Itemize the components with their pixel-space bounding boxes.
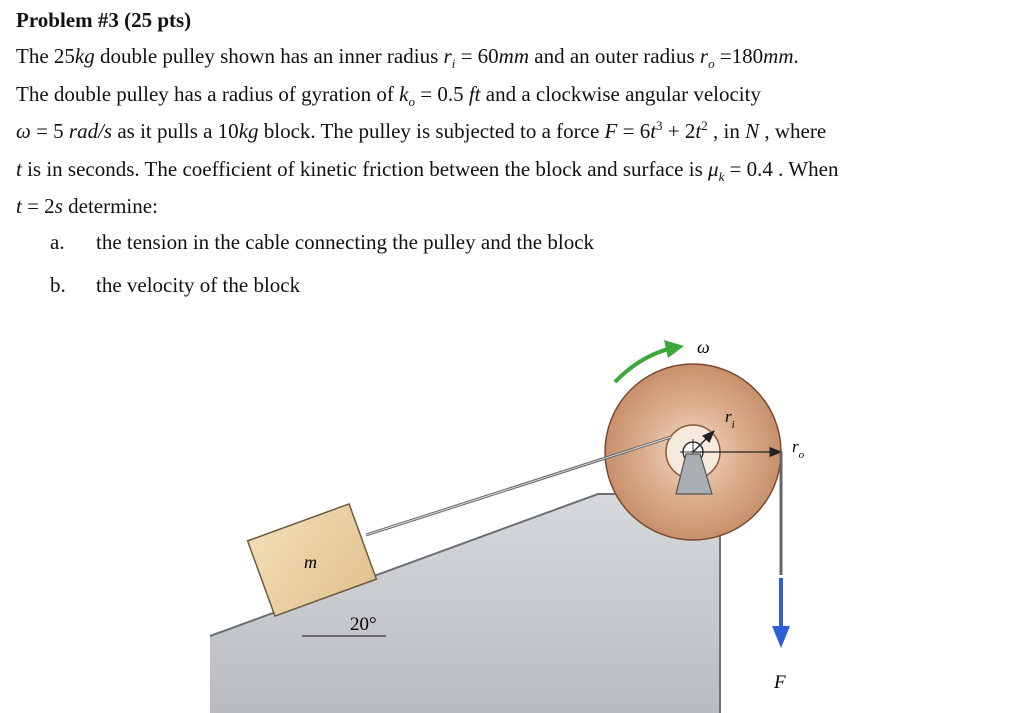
ri-label-sub: i bbox=[732, 419, 735, 431]
question-list: a. the tension in the cable connecting t… bbox=[50, 230, 594, 316]
statement-line-4: t is in seconds. The coefficient of kine… bbox=[16, 151, 1012, 189]
unit-mm: mm bbox=[498, 44, 530, 68]
exponent: 2 bbox=[701, 118, 708, 133]
unit-kg: kg bbox=[74, 44, 95, 68]
unit-s: s bbox=[54, 194, 63, 218]
text: = 0.4 . When bbox=[724, 156, 839, 181]
text: determine: bbox=[62, 194, 158, 218]
angle-label: 20° bbox=[350, 614, 377, 635]
omega-arrow-head bbox=[664, 340, 684, 358]
cable-highlight bbox=[365, 436, 672, 536]
ri-label: ri bbox=[725, 407, 735, 431]
text: and an outer radius bbox=[529, 44, 700, 68]
unit-N: N bbox=[745, 119, 760, 143]
text: = 0.5 bbox=[414, 81, 469, 106]
item-marker: a. bbox=[50, 230, 65, 254]
text: + 2 bbox=[662, 119, 696, 143]
text: as it pulls a 10 bbox=[112, 119, 239, 143]
var-r: r bbox=[443, 44, 452, 68]
text: , in bbox=[707, 119, 746, 143]
force-label: F bbox=[773, 672, 786, 693]
block bbox=[246, 502, 378, 618]
text: . bbox=[793, 44, 799, 68]
item-text: the tension in the cable connecting the … bbox=[96, 230, 595, 254]
block-body bbox=[246, 502, 378, 618]
text: = 2 bbox=[21, 194, 55, 218]
question-item-a: a. the tension in the cable connecting t… bbox=[50, 230, 594, 273]
var-t: t bbox=[650, 119, 657, 143]
unit-ft: ft bbox=[468, 81, 481, 106]
subscript-i: i bbox=[451, 56, 456, 72]
unit-mm: mm bbox=[763, 44, 794, 68]
incline-ground bbox=[210, 494, 720, 713]
text: The 25 bbox=[16, 44, 75, 68]
ro-label: ro bbox=[792, 437, 805, 461]
text: The double pulley has a radius of gyrati… bbox=[16, 81, 400, 106]
omega-arrow bbox=[613, 346, 673, 384]
var-mu: μ bbox=[708, 156, 719, 181]
text: and a clockwise angular velocity bbox=[480, 81, 761, 106]
ri-label-main: r bbox=[725, 407, 732, 426]
omega-label: ω bbox=[697, 337, 710, 357]
ro-label-sub: o bbox=[799, 449, 805, 461]
item-marker: b. bbox=[50, 273, 66, 297]
text: is in seconds. The coefficient of kineti… bbox=[21, 156, 709, 181]
statement-line-1: The 25kg double pulley shown has an inne… bbox=[16, 38, 1012, 76]
text: =180 bbox=[714, 44, 764, 68]
var-omega: ω bbox=[16, 119, 31, 143]
statement-line-5: t = 2s determine: bbox=[16, 188, 1012, 226]
var-t: t bbox=[16, 156, 22, 181]
text: double pulley shown has an inner radius bbox=[94, 44, 444, 68]
statement-line-2: The double pulley has a radius of gyrati… bbox=[16, 76, 1012, 114]
unit-rad-s: rad/s bbox=[68, 119, 113, 143]
text: , where bbox=[759, 119, 827, 143]
subscript-o: o bbox=[708, 56, 715, 72]
text: = 60 bbox=[455, 44, 499, 68]
item-text: the velocity of the block bbox=[96, 273, 301, 297]
var-k: k bbox=[399, 81, 409, 106]
ri-arrow bbox=[692, 430, 715, 453]
exponent: 3 bbox=[656, 118, 663, 133]
var-r: r bbox=[699, 44, 709, 68]
question-item-b: b. the velocity of the block bbox=[50, 273, 594, 316]
statement-line-3: ω = 5 rad/s as it pulls a 10kg block. Th… bbox=[16, 113, 1012, 151]
var-t: t bbox=[16, 194, 22, 218]
pulley-support bbox=[675, 453, 713, 495]
force-arrow-head bbox=[772, 626, 790, 648]
text: block. The pulley is subjected to a forc… bbox=[258, 119, 605, 143]
text: = 5 bbox=[30, 119, 69, 143]
unit-kg: kg bbox=[238, 119, 259, 143]
var-t: t bbox=[695, 119, 702, 143]
text: = 6 bbox=[617, 119, 651, 143]
var-F: F bbox=[604, 119, 618, 143]
problem-title: Problem #3 (25 pts) bbox=[16, 8, 192, 32]
subscript-k: k bbox=[718, 168, 725, 184]
mass-label: m bbox=[304, 552, 317, 572]
ro-label-main: r bbox=[792, 437, 799, 456]
subscript-o: o bbox=[408, 93, 415, 109]
problem-statement: The 25kg double pulley shown has an inne… bbox=[16, 38, 1012, 226]
